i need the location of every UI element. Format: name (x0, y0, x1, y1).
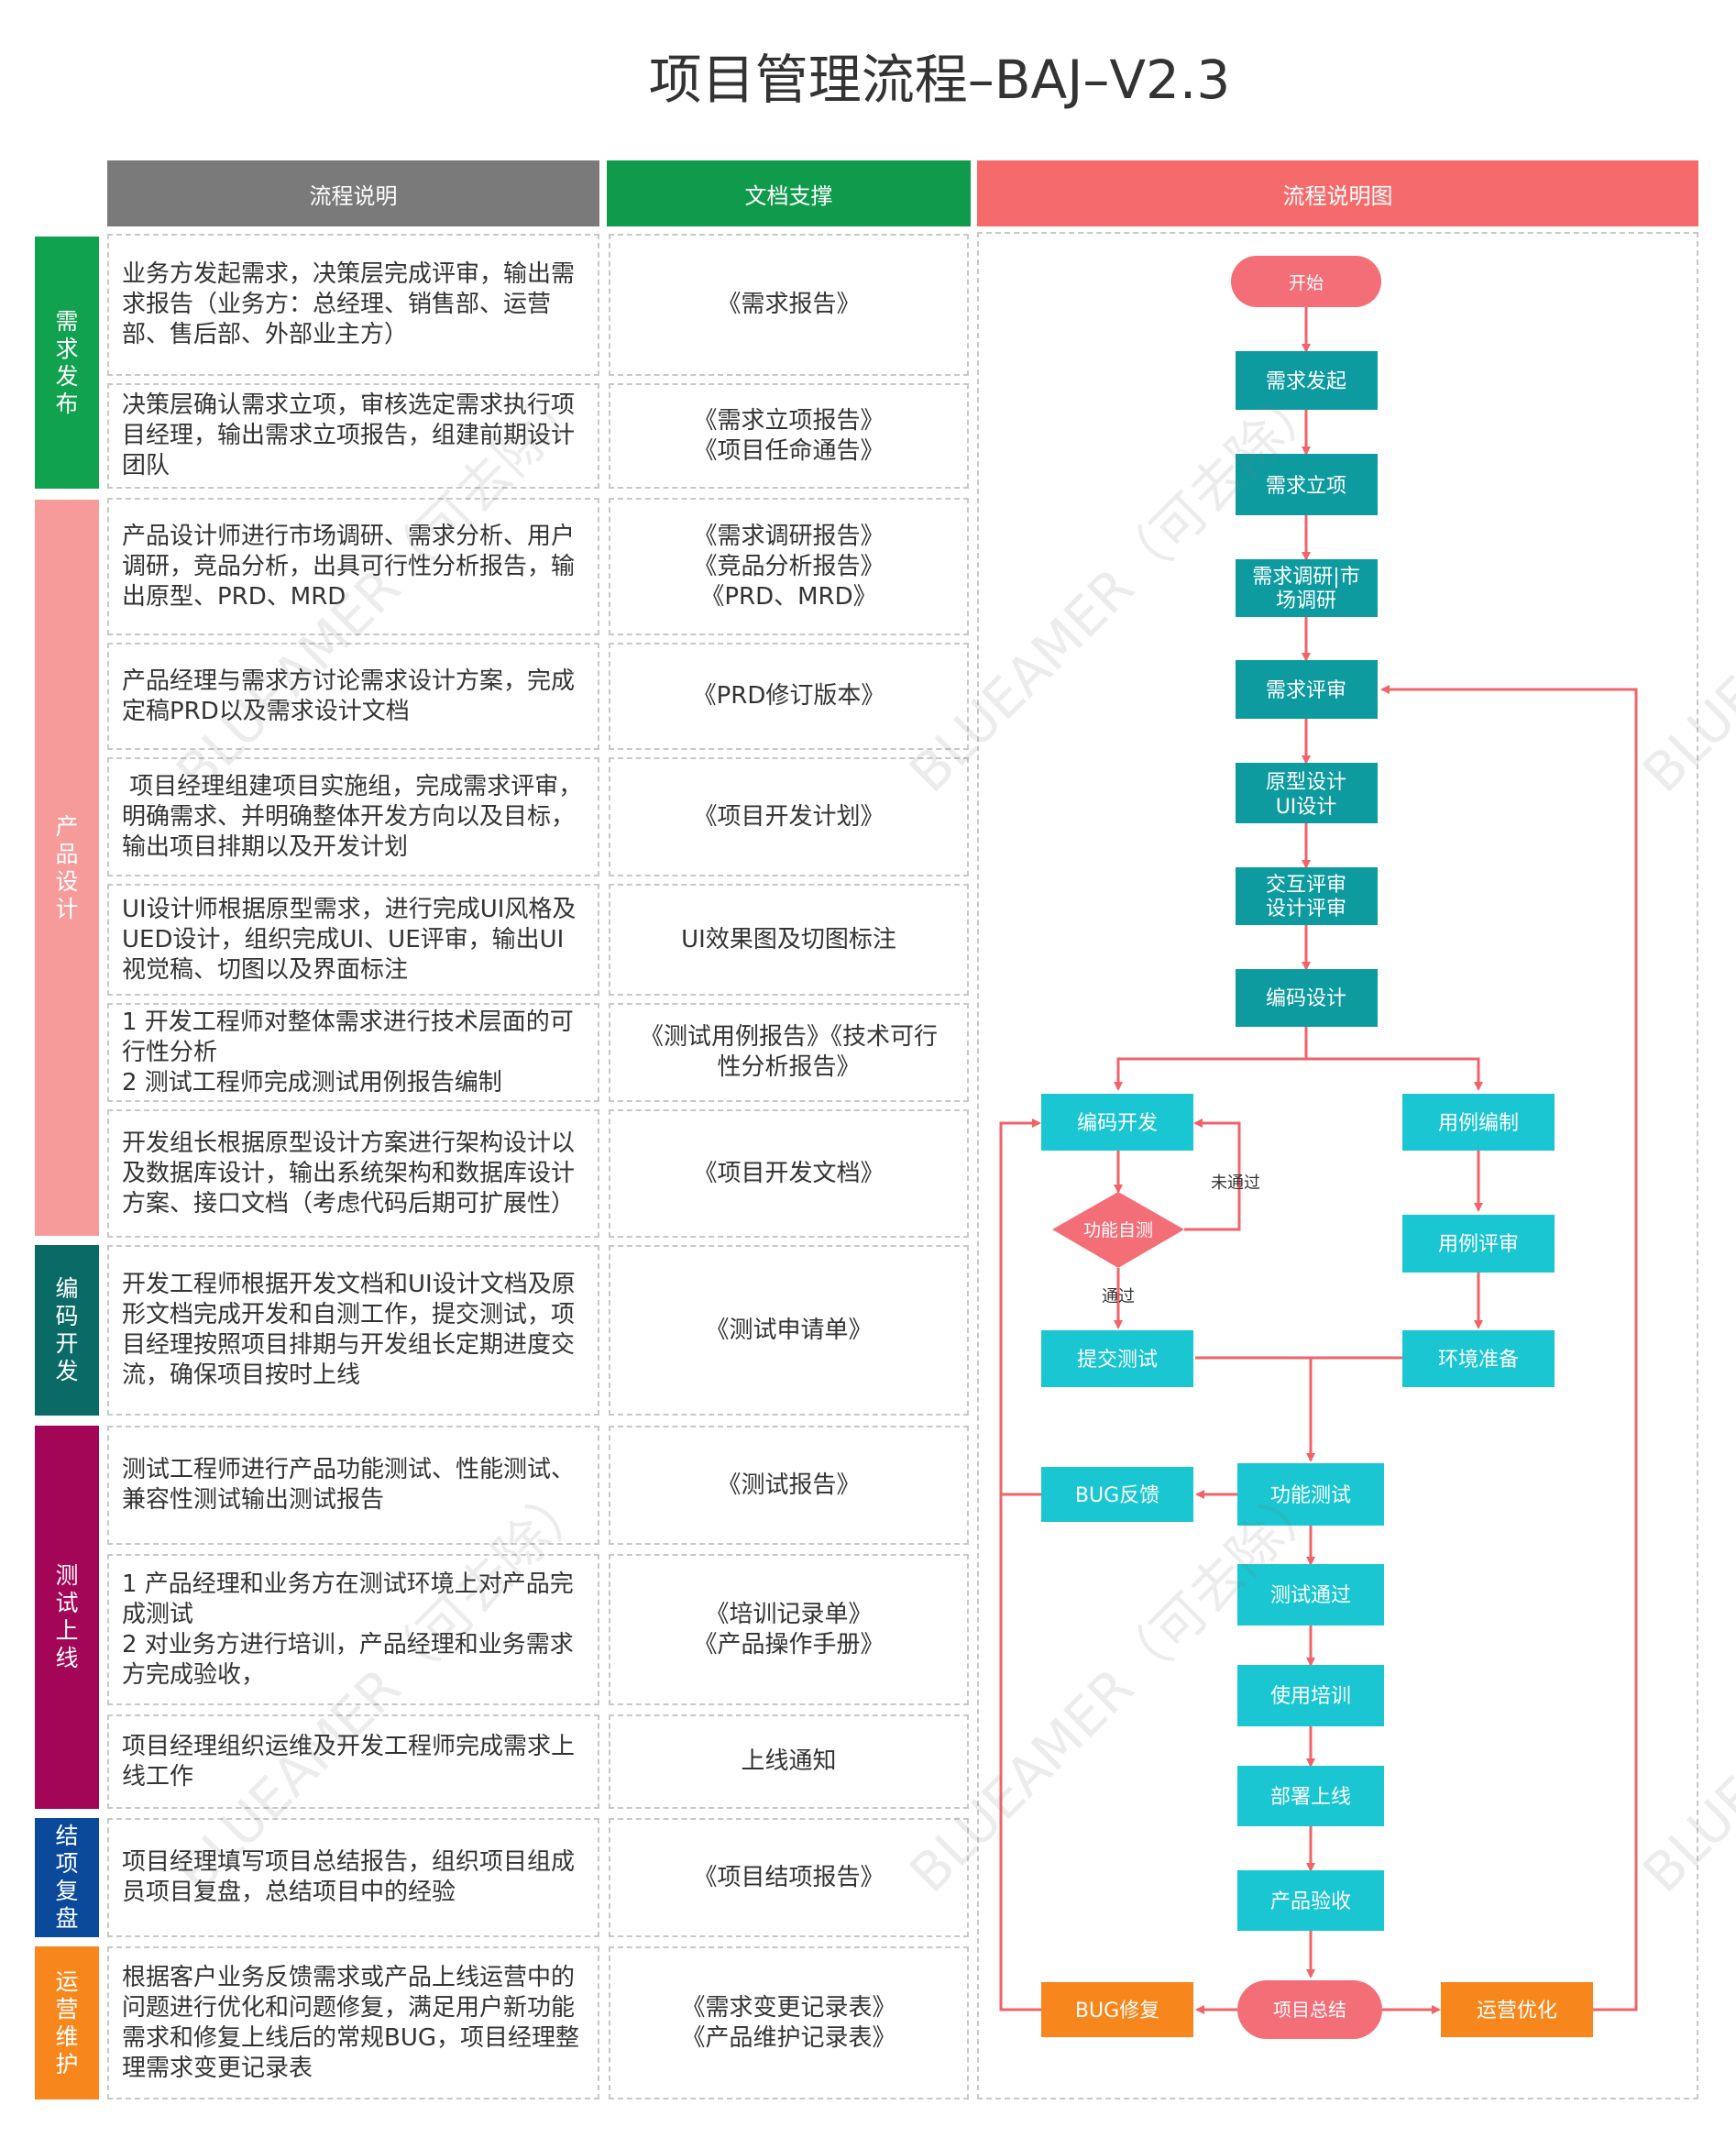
row-3-desc: 产品设计师进行市场调研、需求分析、用户调研，竞品分析，出具可行性分析报告，输出原… (107, 498, 599, 635)
row-11-doc: 《培训记录单》 《产品操作手册》 (609, 1554, 969, 1705)
node-interact-label-2: 设计评审 (1266, 898, 1346, 920)
node-test-pass-label: 测试通过 (1270, 1584, 1351, 1607)
node-func-test-label: 功能测试 (1270, 1484, 1351, 1507)
row-4-desc: 产品经理与需求方讨论需求设计方案，完成定稿PRD以及需求设计文档 (107, 643, 599, 750)
arrow-submit-functest (1195, 1356, 1315, 1462)
node-self-test-label: 功能自测 (1083, 1220, 1153, 1240)
node-interact (1236, 867, 1378, 925)
row-13-doc: 《项目结项报告》 (609, 1818, 969, 1937)
node-env-prep-label: 环境准备 (1438, 1349, 1519, 1372)
phase-closing: 结项复盘 (35, 1818, 99, 1937)
header-desc: 流程说明 (107, 160, 599, 226)
node-research (1236, 559, 1378, 617)
row-1-doc: 《需求报告》 (609, 234, 969, 376)
node-ops-opt (1441, 1982, 1593, 2037)
node-case-review-label: 用例评审 (1438, 1233, 1519, 1256)
node-accept-label: 产品验收 (1270, 1890, 1351, 1913)
node-func-test (1237, 1463, 1384, 1526)
arrow-ops-to-review (1380, 685, 1638, 2011)
row-2-doc: 《需求立项报告》 《项目任命通告》 (609, 383, 969, 489)
arrow-split (1114, 1027, 1308, 1091)
node-demand-approve-label: 需求立项 (1266, 475, 1346, 498)
node-accept (1237, 1870, 1384, 1931)
node-research-label-2: 场调研 (1276, 590, 1336, 612)
node-submit-test (1041, 1330, 1193, 1387)
node-code-design (1236, 969, 1378, 1027)
arrow-notpass-loop (1184, 1119, 1241, 1231)
row-10-desc: 测试工程师进行产品功能测试、性能测试、兼容性测试输出测试报告 (107, 1426, 599, 1545)
row-5-desc: 项目经理组建项目实施组，完成需求评审，明确需求、并明确整体开发方向以及目标，输出… (107, 757, 599, 876)
row-6-desc: UI设计师根据原型需求，进行完成UI风格及UED设计，组织完成UI、UE评审，输… (107, 884, 599, 996)
row-4-doc: 《PRD修订版本》 (609, 643, 969, 750)
row-5-doc: 《项目开发计划》 (609, 757, 969, 876)
node-start-label: 开始 (1289, 273, 1324, 293)
node-interact-label-1: 交互评审 (1266, 874, 1346, 897)
node-env-prep (1402, 1330, 1555, 1387)
row-9-desc: 开发工程师根据开发文档和UI设计文档及原形文档完成开发和自测工作，提交测试，项目… (107, 1245, 599, 1416)
node-review (1236, 660, 1378, 719)
page-title: 项目管理流程–BAJ–V2.3 (648, 49, 1231, 111)
row-8-doc: 《项目开发文档》 (609, 1109, 969, 1238)
node-summary (1237, 1980, 1382, 2039)
node-bug-fix-label: BUG修复 (1075, 2000, 1159, 2022)
node-start (1231, 256, 1381, 307)
node-research-label-1: 需求调研|市 (1252, 566, 1359, 589)
row-14-doc: 《需求变更记录表》 《产品维护记录表》 (609, 1946, 969, 2099)
node-proto-label-2: UI设计 (1276, 796, 1337, 819)
arrow-bugfix-to-dev (999, 1494, 1041, 2011)
row-9-doc: 《测试申请单》 (609, 1245, 969, 1416)
phase-product-design: 产品设计 (35, 500, 99, 1236)
label-not-pass: 未通过 (1211, 1174, 1260, 1193)
row-3-doc: 《需求调研报告》 《竞品分析报告》 《PRD、MRD》 (609, 498, 969, 635)
node-training-label: 使用培训 (1270, 1685, 1351, 1708)
node-ops-opt-label: 运营优化 (1477, 2000, 1557, 2022)
node-submit-test-label: 提交测试 (1077, 1349, 1158, 1372)
row-13-desc: 项目经理填写项目总结报告，组织项目组成员项目复盘，总结项目中的经验 (107, 1818, 599, 1937)
phase-testing: 测试上线 (35, 1426, 99, 1809)
node-proto (1236, 763, 1378, 823)
phase-operations: 运营维护 (35, 1946, 99, 2099)
node-bug-fix (1041, 1982, 1193, 2037)
node-code-dev-label: 编码开发 (1077, 1112, 1158, 1135)
header-chart: 流程说明图 (977, 160, 1698, 226)
row-8-desc: 开发组长根据原型设计方案进行架构设计以及数据库设计，输出系统架构和数据库设计方案… (107, 1109, 599, 1238)
phase-coding: 编码开发 (35, 1245, 99, 1416)
node-demand-approve (1236, 454, 1378, 515)
node-demand-start (1236, 351, 1378, 410)
row-12-doc: 上线通知 (609, 1714, 969, 1809)
node-self-test (1052, 1192, 1184, 1268)
row-10-doc: 《测试报告》 (609, 1426, 969, 1545)
row-7-desc: 1 开发工程师对整体需求进行技术层面的可行性分析 2 测试工程师完成测试用例报告… (107, 1003, 599, 1102)
node-bug-feedback-label: BUG反馈 (1075, 1484, 1159, 1507)
row-14-desc: 根据客户业务反馈需求或产品上线运营中的问题进行优化和问题修复，满足用户新功能需求… (107, 1946, 599, 2099)
node-test-pass (1237, 1564, 1384, 1626)
row-2-desc: 决策层确认需求立项，审核选定需求执行项目经理，输出需求立项报告，组建前期设计团队 (107, 383, 599, 489)
phase-requirement: 需求发布 (35, 237, 99, 489)
header-doc: 文档支撑 (607, 160, 971, 226)
flowchart-panel (977, 232, 1698, 2099)
node-case-review (1402, 1215, 1555, 1273)
node-bug-feedback (1041, 1467, 1193, 1522)
row-7-doc: 《测试用例报告》《技术可行性分析报告》 (609, 1003, 969, 1102)
row-12-desc: 项目经理组织运维及开发工程师完成需求上线工作 (107, 1714, 599, 1809)
node-demand-start-label: 需求发起 (1266, 370, 1346, 393)
row-6-doc: UI效果图及切图标注 (609, 884, 969, 996)
node-review-label: 需求评审 (1266, 679, 1346, 702)
arrow-split-right (1306, 1057, 1483, 1091)
node-deploy-label: 部署上线 (1270, 1786, 1351, 1809)
node-case-write-label: 用例编制 (1438, 1112, 1519, 1135)
node-training (1237, 1665, 1384, 1726)
node-code-design-label: 编码设计 (1266, 987, 1346, 1010)
node-deploy (1237, 1766, 1384, 1826)
row-1-desc: 业务方发起需求，决策层完成评审，输出需求报告（业务方：总经理、销售部、运营部、售… (107, 234, 599, 376)
node-proto-label-1: 原型设计 (1266, 771, 1346, 794)
label-pass: 通过 (1102, 1287, 1135, 1306)
arrow-bug-to-dev (999, 1119, 1041, 1496)
node-case-write (1402, 1094, 1555, 1151)
node-summary-label: 项目总结 (1273, 1999, 1346, 2021)
node-code-dev (1041, 1094, 1193, 1151)
row-11-desc: 1 产品经理和业务方在测试环境上对产品完成测试 2 对业务方进行培训，产品经理和… (107, 1554, 599, 1705)
